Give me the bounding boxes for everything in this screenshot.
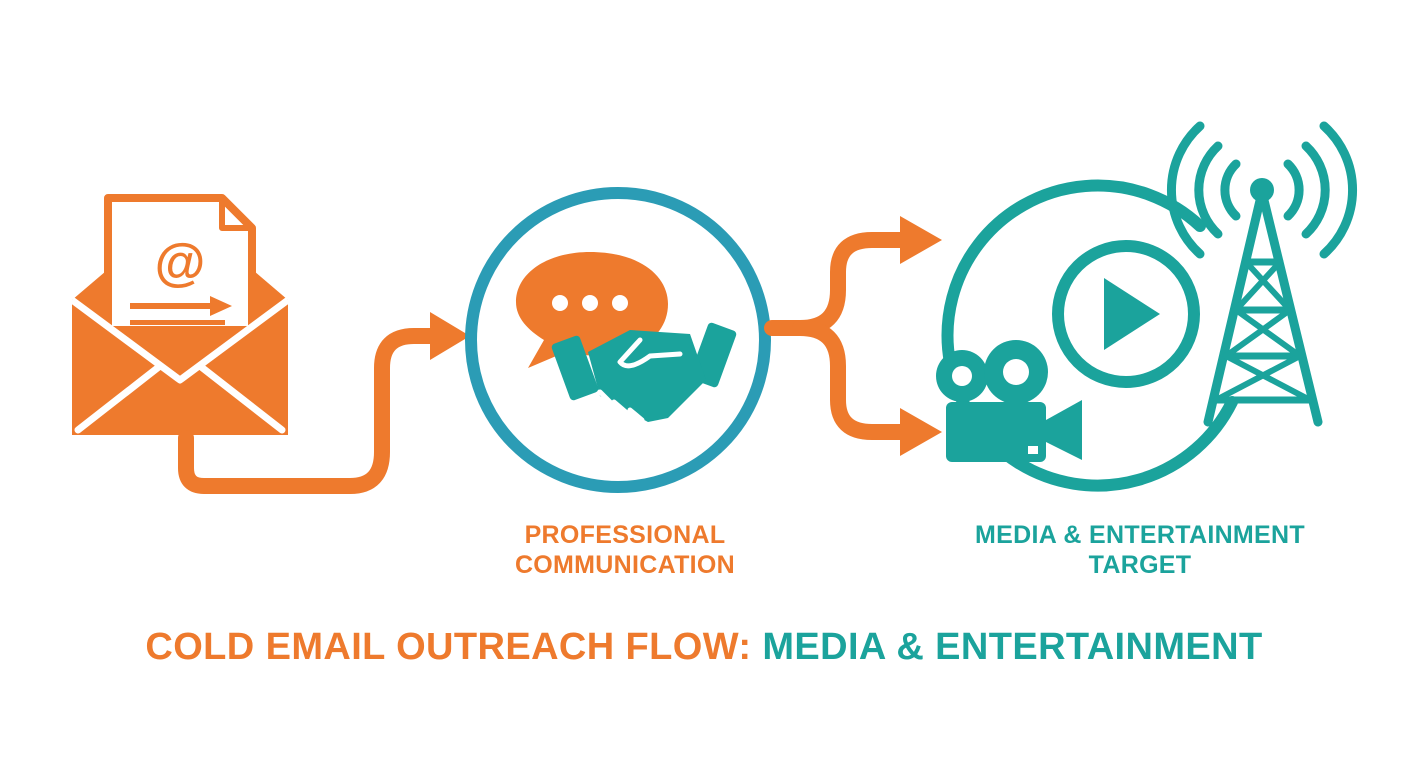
diagram-title: COLD EMAIL OUTREACH FLOW: MEDIA & ENTERT… (0, 626, 1408, 669)
broadcast-tower-icon (1167, 121, 1357, 427)
media-label: MEDIA & ENTERTAINMENT TARGET (935, 520, 1345, 580)
handshake-icon (551, 322, 737, 423)
title-part-1: COLD EMAIL OUTREACH FLOW: (145, 626, 763, 668)
media-label-line-1: MEDIA & ENTERTAINMENT (975, 521, 1305, 549)
at-symbol: @ (155, 234, 206, 292)
film-camera-icon (936, 340, 1082, 462)
communication-node (465, 187, 771, 493)
communication-label: PROFESSIONAL COMMUNICATION (460, 520, 790, 580)
communication-label-line-2: COMMUNICATION (514, 551, 736, 579)
media-label-line-2: TARGET (1088, 551, 1192, 579)
play-button-icon (1052, 240, 1200, 388)
title-part-2: MEDIA & ENTERTAINMENT (762, 626, 1263, 668)
communication-label-line-1: PROFESSIONAL (524, 521, 726, 549)
media-node (936, 121, 1357, 492)
arrow-communication-to-media (764, 216, 942, 456)
email-envelope-icon: @ (69, 194, 291, 435)
arrow-email-to-communication (178, 312, 470, 494)
